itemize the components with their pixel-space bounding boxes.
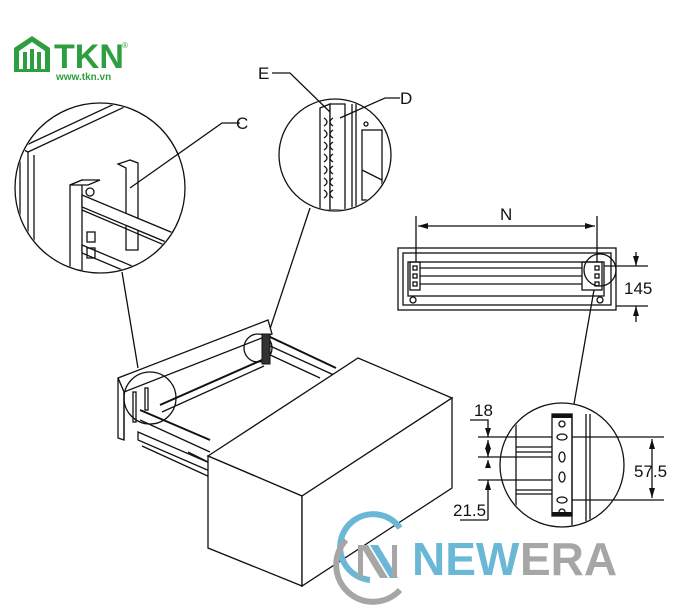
callout-c-label: C xyxy=(236,114,248,133)
dim-145-label: 145 xyxy=(624,279,652,298)
registered-mark: ® xyxy=(122,41,128,50)
newera-text-era: ERA xyxy=(520,533,617,585)
detail-circle-de: E D xyxy=(258,64,412,336)
dim-18-label: 18 xyxy=(474,401,493,420)
newera-logo: NEW ERA xyxy=(333,511,617,605)
detail-circle-c: C xyxy=(14,102,248,369)
callout-e-label: E xyxy=(258,64,269,83)
callout-d-label: D xyxy=(400,89,412,108)
dim-57-5-label: 57.5 xyxy=(634,462,667,481)
tkn-brand-name: TKN xyxy=(54,38,124,76)
tkn-url: www.tkn.vn xyxy=(55,72,111,83)
newera-emblem-icon xyxy=(333,511,403,605)
newera-text-new: NEW xyxy=(412,533,520,585)
dim-n-label: N xyxy=(500,205,512,224)
tkn-logo: TKN ® www.tkn.vn xyxy=(14,36,128,83)
top-view-diagram: N 145 xyxy=(397,205,652,405)
tkn-house-icon xyxy=(14,36,50,72)
drawer-isometric xyxy=(117,319,454,588)
dim-21-5-label: 21.5 xyxy=(453,501,486,520)
detail-circle-holes: 57.5 18 21.5 xyxy=(453,401,667,528)
